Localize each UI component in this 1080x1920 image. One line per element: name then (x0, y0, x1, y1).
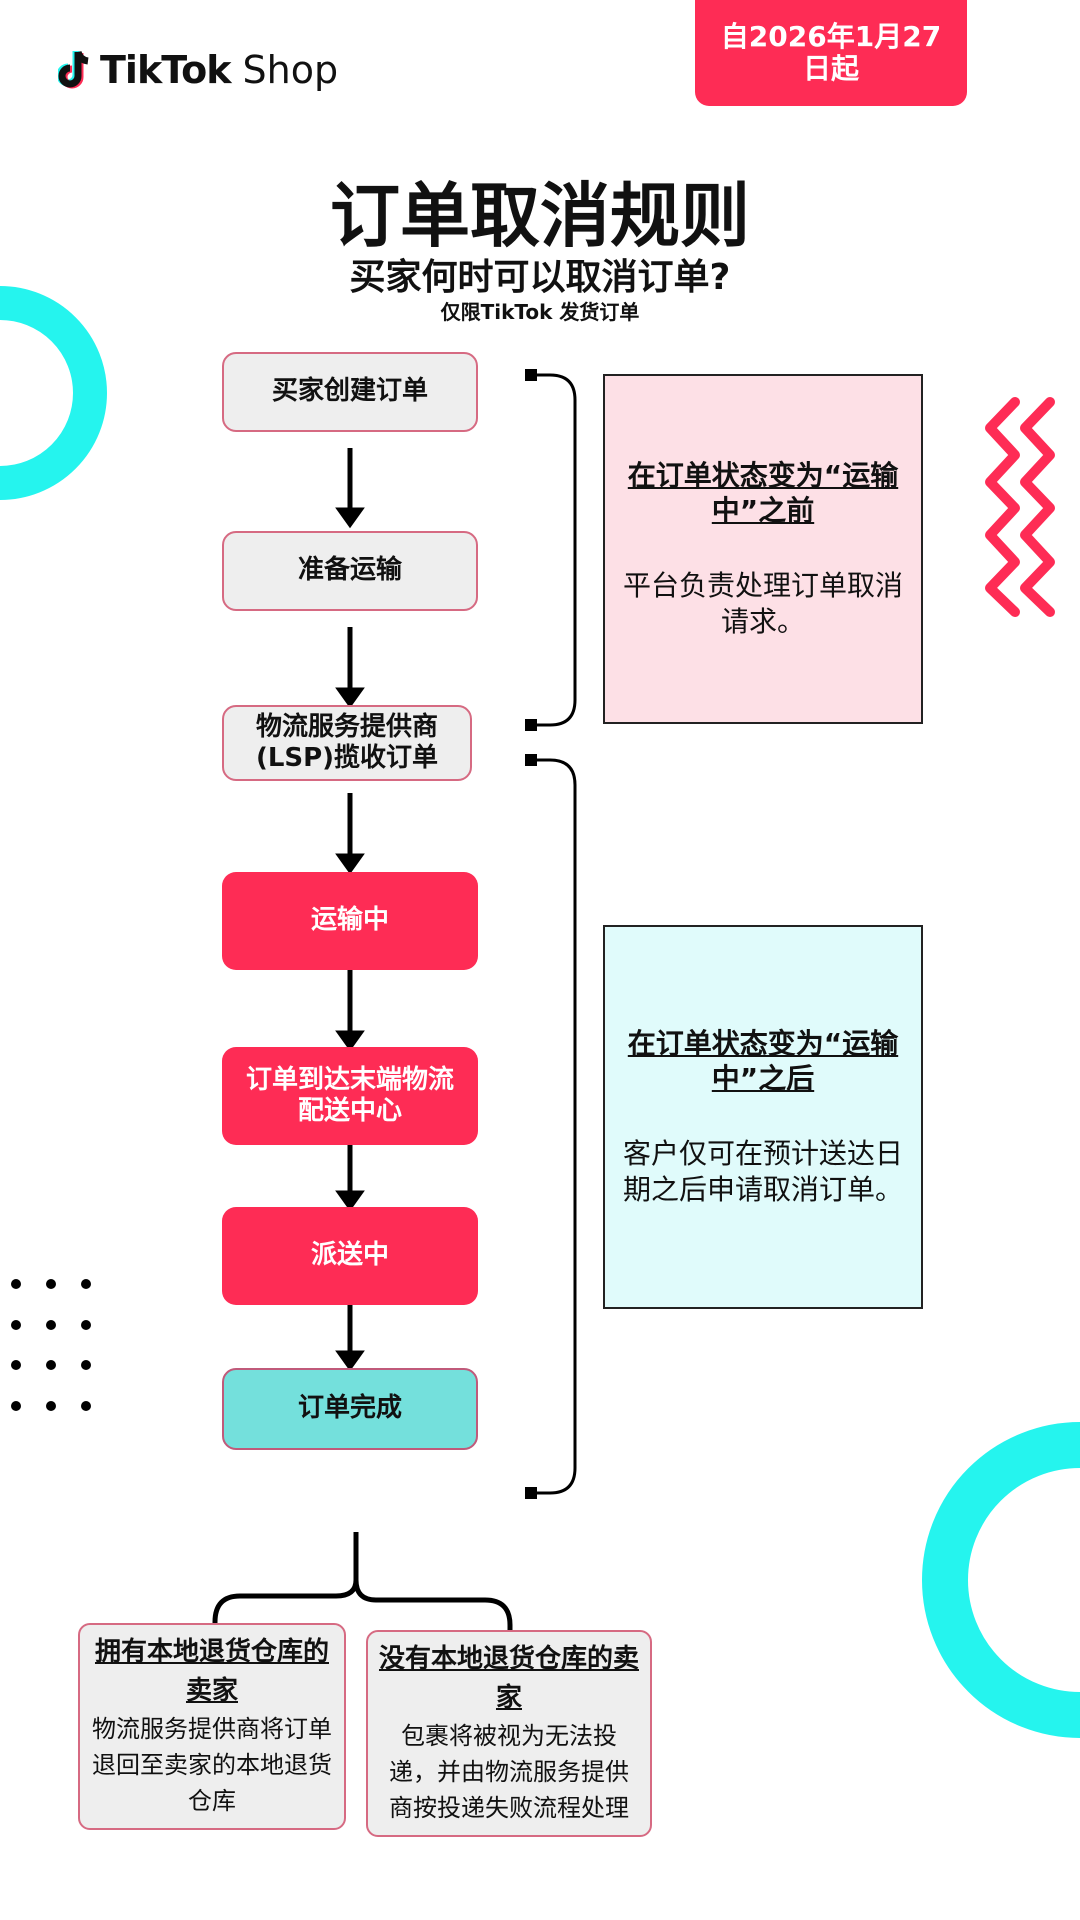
logo-text-shop: Shop (242, 48, 339, 92)
tiktok-shop-logo: TikTok Shop (58, 48, 338, 92)
step-order-completed: 订单完成 (222, 1368, 478, 1450)
zigzag-decoration (985, 397, 1055, 617)
seller-heading: 没有本地退货仓库的卖家 (378, 1644, 639, 1713)
cyan-ring-left-decoration (0, 286, 107, 500)
info-body-after: 客户仅可在预计送达日期之后申请取消订单。 (623, 1136, 904, 1206)
bracket-after-transit (535, 758, 577, 1495)
bracket-endpoint-icon (525, 719, 537, 731)
seller-with-local-warehouse: 拥有本地退货仓库的卖家 物流服务提供商将订单退回至卖家的本地退货仓库 (78, 1623, 346, 1830)
bracket-endpoint-icon (525, 754, 537, 766)
bracket-before-transit (535, 373, 577, 727)
step-out-for-delivery: 派送中 (222, 1207, 478, 1305)
page-title: 订单取消规则 (330, 175, 750, 257)
info-heading-after: 在订单状态变为“运输中”之后 (627, 1026, 899, 1095)
step-prepare-shipment: 准备运输 (222, 531, 478, 611)
step-in-transit: 运输中 (222, 872, 478, 970)
seller-body: 物流服务提供商将订单退回至卖家的本地退货仓库 (92, 1715, 332, 1815)
logo-text-tiktok: TikTok (100, 48, 231, 92)
info-heading-before: 在订单状态变为“运输中”之前 (627, 458, 899, 527)
seller-body: 包裹将被视为无法投递，并由物流服务提供商按投递失败流程处理 (389, 1722, 629, 1822)
step-arrived-last-mile-hub: 订单到达末端物流配送中心 (222, 1047, 478, 1145)
scope-note: 仅限TikTok 发货订单 (440, 300, 640, 324)
seller-heading: 拥有本地退货仓库的卖家 (94, 1637, 329, 1706)
cyan-ring-right-decoration (922, 1422, 1080, 1738)
info-box-before-transit: 在订单状态变为“运输中”之前 平台负责处理订单取消请求。 (603, 374, 923, 724)
info-box-after-transit: 在订单状态变为“运输中”之后 客户仅可在预计送达日期之后申请取消订单。 (603, 925, 923, 1309)
dot-grid-decoration (11, 1279, 91, 1411)
page-subtitle: 买家何时可以取消订单? (349, 257, 731, 298)
step-buyer-creates-order: 买家创建订单 (222, 352, 478, 432)
seller-without-local-warehouse: 没有本地退货仓库的卖家 包裹将被视为无法投递，并由物流服务提供商按投递失败流程处… (366, 1630, 652, 1837)
effective-date-badge: 自2026年1月27日起 (695, 0, 967, 106)
bracket-endpoint-icon (525, 1487, 537, 1499)
info-body-before: 平台负责处理订单取消请求。 (623, 568, 904, 638)
step-lsp-pickup: 物流服务提供商(LSP)揽收订单 (222, 705, 472, 781)
branch-arrows (212, 1532, 513, 1648)
tiktok-note-icon (58, 50, 89, 89)
bracket-endpoint-icon (525, 369, 537, 381)
